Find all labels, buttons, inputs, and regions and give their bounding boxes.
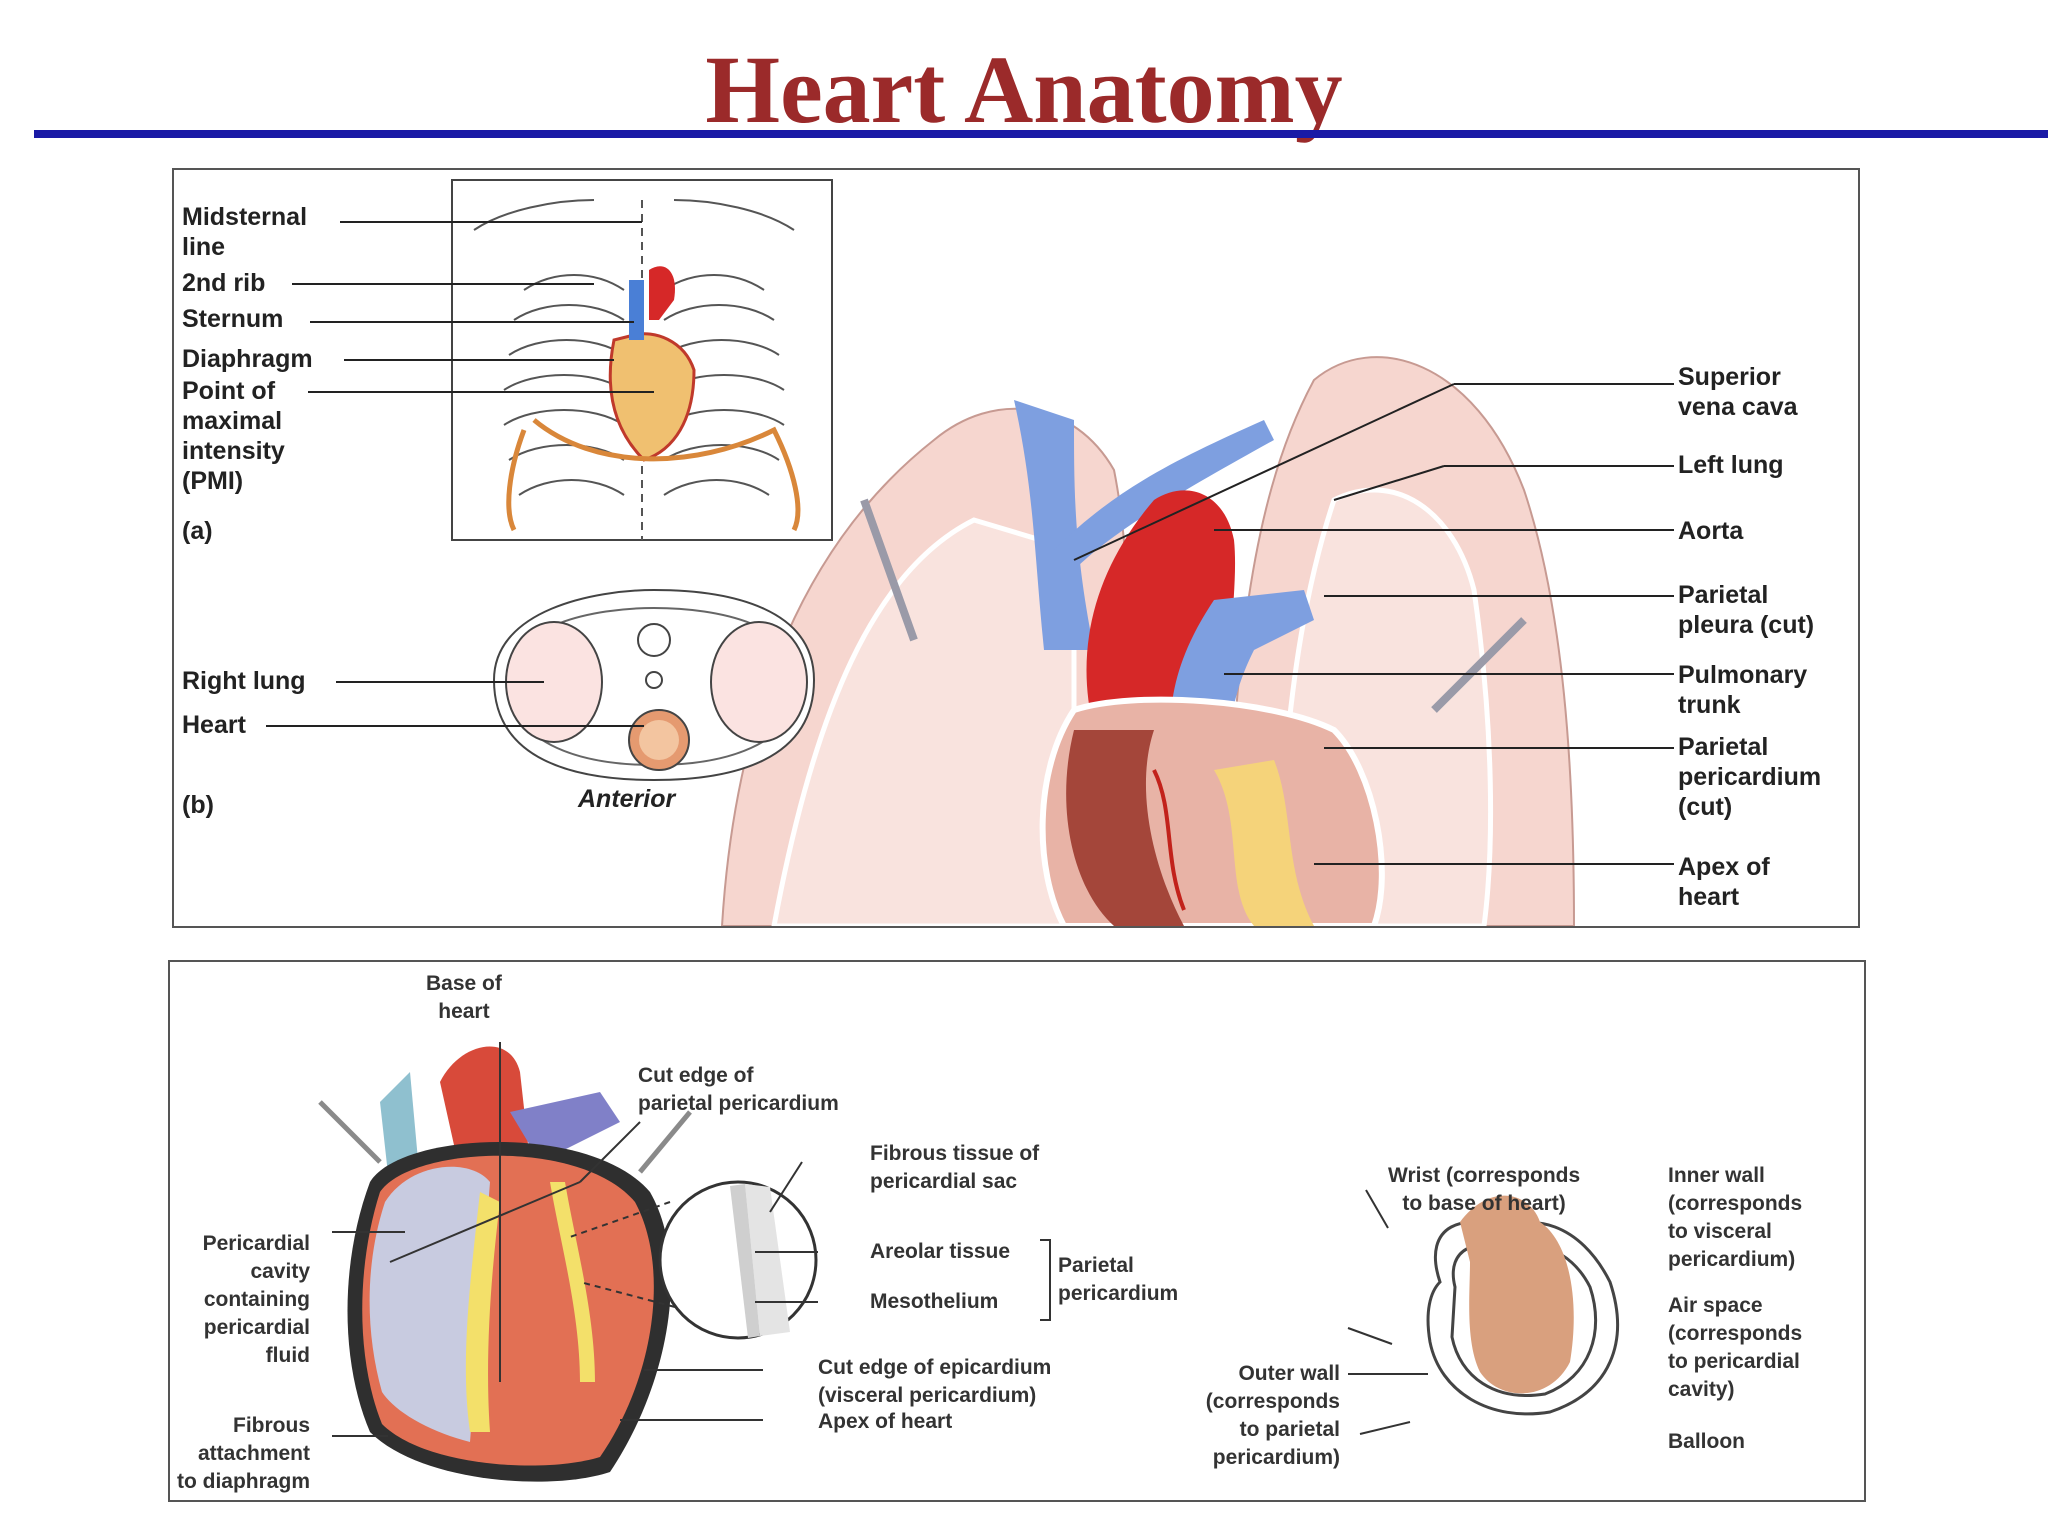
label-right-lung: Right lung bbox=[182, 667, 306, 695]
label-diaphragm: Diaphragm bbox=[182, 345, 313, 373]
label-wrist: Wrist (corresponds to base of heart) bbox=[1388, 1164, 1581, 1215]
label-cut-edge-parietal: Cut edge of parietal pericardium bbox=[638, 1064, 839, 1115]
label-mesothelium: Mesothelium bbox=[870, 1290, 999, 1313]
label-apex-of-heart: Apex of heart bbox=[1678, 853, 1770, 911]
label-2nd-rib: 2nd rib bbox=[182, 269, 266, 297]
label-apex-bottom: Apex of heart bbox=[818, 1410, 953, 1433]
label-pmi: Point of maximal intensity (PMI) bbox=[182, 377, 285, 495]
thorax-figure-panel: Midsternal line 2nd rib Sternum Diaphrag… bbox=[172, 168, 1860, 928]
label-anterior: Anterior bbox=[578, 785, 676, 813]
label-superior-vena-cava: Superior vena cava bbox=[1678, 363, 1798, 421]
label-midsternal-line: Midsternal line bbox=[182, 203, 308, 261]
label-left-lung: Left lung bbox=[1678, 451, 1784, 479]
title-underline bbox=[34, 130, 2048, 138]
label-heart: Heart bbox=[182, 711, 246, 739]
label-outer-wall: Outer wall (corresponds to parietal peri… bbox=[1205, 1362, 1340, 1469]
label-fibrous-attachment: Fibrous attachment to diaphragm bbox=[176, 1414, 310, 1493]
label-pericardial-cavity: Pericardial cavity containing pericardia… bbox=[202, 1232, 310, 1367]
label-air-space: Air space (corresponds to pericardial ca… bbox=[1668, 1294, 1803, 1401]
label-sternum: Sternum bbox=[182, 305, 284, 333]
label-parietal-pericardium: Parietal pericardium (cut) bbox=[1678, 733, 1822, 821]
label-cut-edge-epicardium: Cut edge of epicardium (visceral pericar… bbox=[818, 1356, 1052, 1407]
label-aorta: Aorta bbox=[1678, 517, 1744, 545]
label-parietal-pleura: Parietal pleura (cut) bbox=[1678, 581, 1815, 639]
label-areolar-tissue: Areolar tissue bbox=[870, 1240, 1011, 1263]
label-panel-a: (a) bbox=[182, 517, 213, 545]
thorax-illustration bbox=[266, 179, 1674, 926]
slide-title: Heart Anatomy bbox=[705, 36, 1343, 143]
label-fibrous-tissue: Fibrous tissue of pericardial sac bbox=[870, 1142, 1040, 1193]
label-panel-b: (b) bbox=[182, 791, 214, 819]
label-parietal-pericardium-bracket: Parietal pericardium bbox=[1058, 1254, 1179, 1305]
pericardium-figure-panel: Base of heart Cut edge of parietal peric… bbox=[168, 960, 1866, 1502]
pericardium-illustration bbox=[318, 1042, 1619, 1482]
label-base-of-heart: Base of heart bbox=[426, 972, 502, 1023]
label-balloon: Balloon bbox=[1668, 1430, 1745, 1453]
label-inner-wall: Inner wall (corresponds to visceral peri… bbox=[1668, 1164, 1803, 1271]
label-pulmonary-trunk: Pulmonary trunk bbox=[1678, 661, 1808, 719]
